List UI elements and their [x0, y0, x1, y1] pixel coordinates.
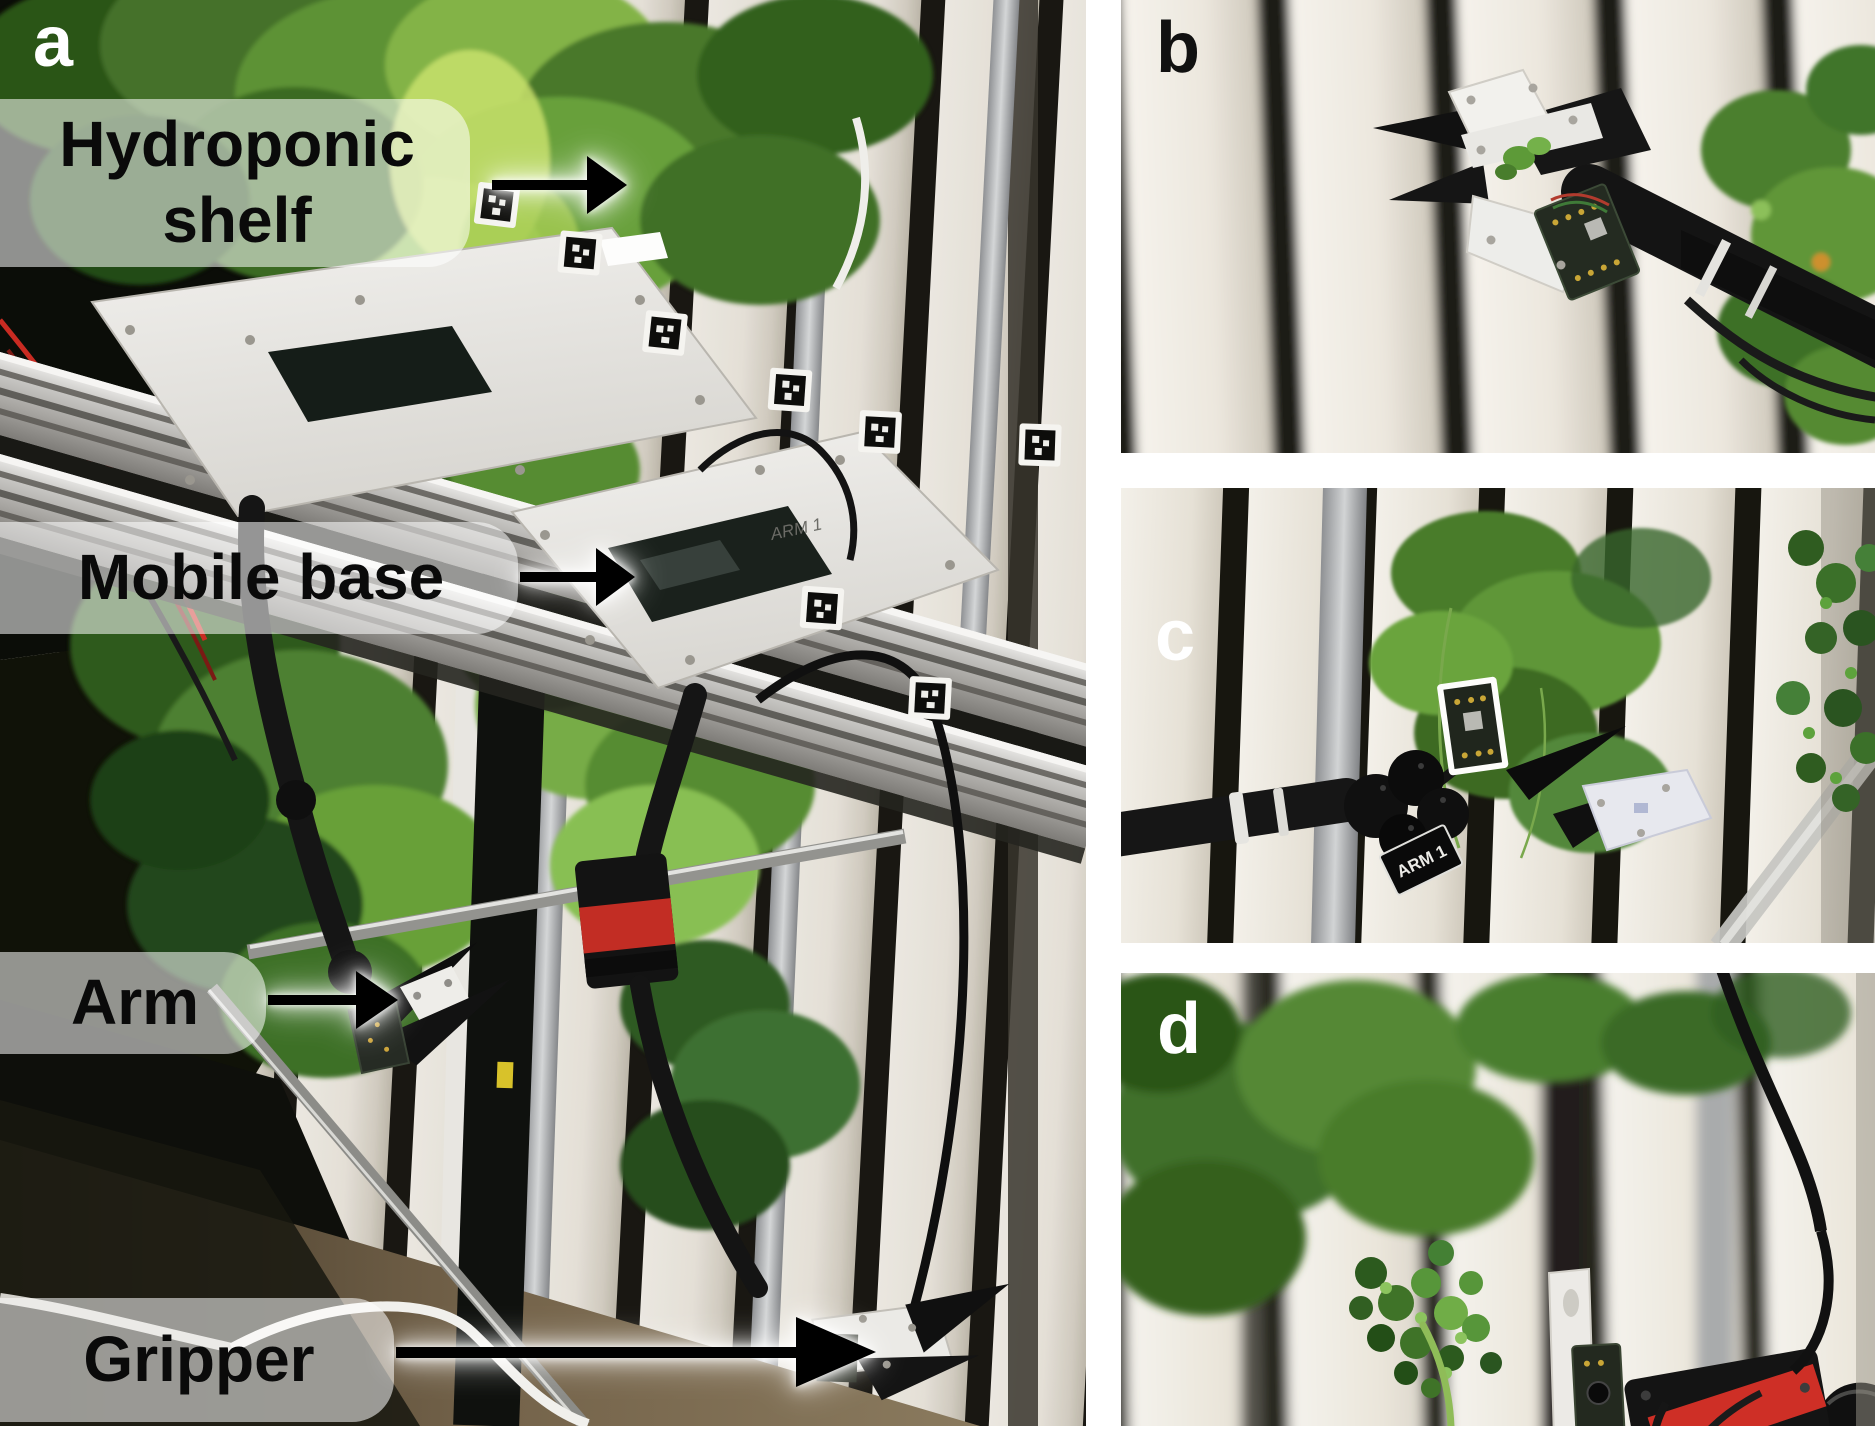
grow-light-tube: [1310, 488, 1368, 943]
gripper-closeup: [1373, 68, 1641, 301]
panel-b-photo: [1121, 0, 1875, 453]
callout-gripper-label: Gripper: [83, 1323, 315, 1396]
arm-motor: [574, 853, 679, 989]
arrow-right-icon: [520, 548, 635, 606]
callout-gripper: Gripper: [0, 1298, 394, 1422]
panel-letter-c: c: [1155, 596, 1196, 676]
vertical-extrusion: [453, 554, 550, 1426]
arrow-right-icon: [396, 1317, 876, 1387]
camera-board: [1571, 1343, 1627, 1426]
callout-hydroponic-shelf-label: Hydroponic shelf: [59, 108, 415, 256]
cables: [1652, 973, 1834, 1426]
arm-tag: ARM 1: [1379, 824, 1463, 896]
arm-camera-board: [1437, 676, 1509, 776]
gripper-with-cup: [1547, 1267, 1875, 1426]
panel-a: ARM 1: [0, 0, 1086, 1426]
panel-b: b: [1121, 0, 1875, 453]
robot-arm-right: [574, 429, 1010, 1401]
panel-letter-a: a: [33, 2, 74, 82]
panel-c: ARM 1 c: [1121, 488, 1875, 943]
plants-foliage: [1701, 45, 1875, 445]
fiducial-markers: [473, 181, 1062, 720]
arrow-right-icon: [268, 971, 398, 1029]
callout-arm-label: Arm: [70, 966, 200, 1039]
callout-arm: Arm: [0, 952, 266, 1054]
robot-arm-closeup: ARM 1: [1121, 676, 1713, 896]
callout-hydroponic-shelf: Hydroponic shelf: [0, 99, 470, 267]
parsley-blurred: [1121, 973, 1851, 1316]
panel-c-photo: ARM 1: [1121, 488, 1875, 943]
panel-d: d: [1121, 973, 1875, 1426]
parsley-sharp: [1349, 1240, 1502, 1398]
mobile-base-plate: ARM 1: [510, 430, 1000, 690]
plant-stem: [1419, 1321, 1455, 1426]
callout-mobile-base-label: Mobile base: [77, 541, 445, 614]
carriage-plate: [90, 226, 758, 518]
callout-mobile-base: Mobile base: [0, 522, 518, 634]
parsley-cluster: [1776, 530, 1875, 812]
panel-letter-b: b: [1156, 8, 1200, 88]
gripper-camera-board: [1533, 183, 1641, 301]
panel-d-photo: [1121, 973, 1875, 1426]
arrow-right-icon: [492, 156, 627, 214]
panel-letter-d: d: [1157, 989, 1201, 1069]
